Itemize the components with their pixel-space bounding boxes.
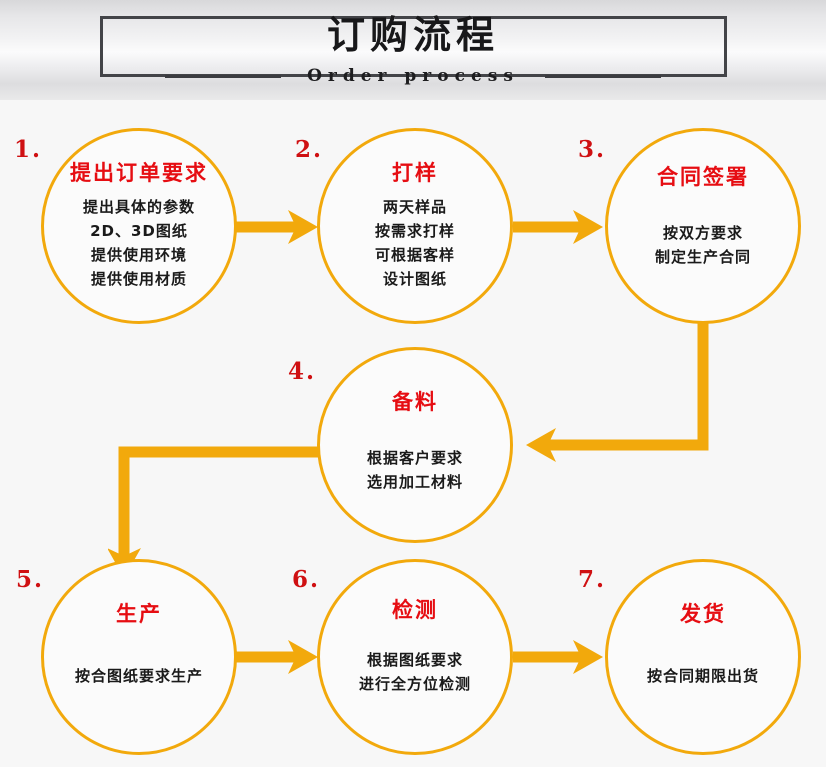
step-2-title: 打样 bbox=[392, 161, 438, 185]
arrow-step2-to-step3 bbox=[513, 210, 603, 244]
header-frame bbox=[100, 16, 727, 77]
arrow-step4-to-step5 bbox=[108, 446, 321, 578]
step-2-number: 2. bbox=[295, 136, 324, 163]
process-step-3[interactable]: 合同签署 按双方要求制定生产合同 bbox=[605, 128, 801, 324]
step-5-number: 5. bbox=[16, 566, 45, 593]
step-7-description: 按合同期限出货 bbox=[646, 667, 759, 685]
arrow-step6-to-step7 bbox=[513, 640, 603, 674]
header-banner: 订购流程 Order process bbox=[0, 0, 826, 100]
page-subtitle: Order process bbox=[307, 66, 519, 86]
step-3-title: 合同签署 bbox=[657, 165, 749, 189]
subtitle-rule-left bbox=[165, 74, 282, 78]
arrow-step1-to-step2 bbox=[236, 210, 318, 244]
step-4-title: 备料 bbox=[392, 390, 438, 414]
process-step-6[interactable]: 检测 根据图纸要求进行全方位检测 bbox=[317, 559, 513, 755]
step-7-title: 发货 bbox=[680, 602, 726, 626]
arrow-step5-to-step6 bbox=[236, 640, 318, 674]
step-7-number: 7. bbox=[578, 566, 607, 593]
process-step-4[interactable]: 备料 根据客户要求选用加工材料 bbox=[317, 347, 513, 543]
subtitle-rule-right bbox=[544, 74, 661, 78]
step-6-description: 根据图纸要求进行全方位检测 bbox=[358, 651, 471, 693]
step-6-number: 6. bbox=[292, 566, 321, 593]
process-step-5[interactable]: 生产 按合图纸要求生产 bbox=[41, 559, 237, 755]
step-1-title: 提出订单要求 bbox=[70, 161, 208, 185]
step-5-title: 生产 bbox=[116, 602, 162, 626]
step-3-description: 按双方要求制定生产合同 bbox=[654, 224, 751, 266]
step-3-number: 3. bbox=[578, 136, 607, 163]
page-title: 订购流程 bbox=[326, 13, 499, 57]
arrow-step3-to-step4 bbox=[526, 318, 709, 462]
step-2-description: 两天样品按需求打样可根据客样设计图纸 bbox=[374, 198, 455, 288]
process-step-2[interactable]: 打样 两天样品按需求打样可根据客样设计图纸 bbox=[317, 128, 513, 324]
step-5-description: 按合图纸要求生产 bbox=[74, 667, 203, 685]
step-6-title: 检测 bbox=[392, 598, 438, 622]
step-4-number: 4. bbox=[288, 358, 317, 385]
step-1-number: 1. bbox=[14, 136, 43, 163]
subtitle-row: Order process bbox=[0, 63, 826, 89]
process-step-7[interactable]: 发货 按合同期限出货 bbox=[605, 559, 801, 755]
step-4-description: 根据客户要求选用加工材料 bbox=[366, 449, 463, 491]
